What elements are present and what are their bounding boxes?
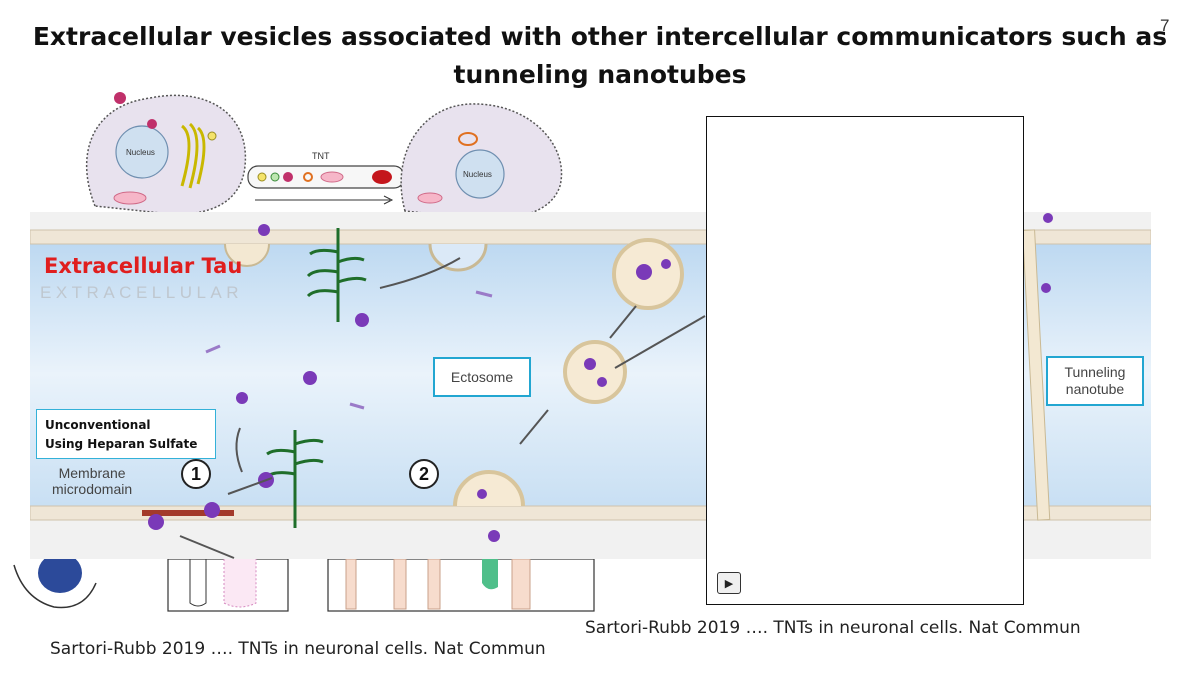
extracellular-tau-title: Extracellular Tau [44, 254, 243, 278]
step-2-marker: 2 [409, 459, 439, 489]
slide-title-line2: tunneling nanotubes [453, 60, 747, 89]
slide-title-line1: Extracellular vesicles associated with o… [32, 22, 1168, 51]
pathway-arrows [179, 257, 706, 559]
vesicle-icon [270, 172, 280, 182]
tunneling-nanotube-label: Tunneling nanotube [1046, 356, 1144, 406]
membrane-line2: microdomain [52, 481, 133, 497]
citation-left: Sartori-Rubb 2019 …. TNTs in neuronal ce… [50, 639, 546, 659]
green-marker [482, 559, 498, 590]
tunneling-line1: Tunneling [1064, 364, 1126, 380]
synapse-shape [189, 559, 207, 607]
vesicle-icon [257, 172, 267, 182]
citation-right: Sartori-Rubb 2019 …. TNTs in neuronal ce… [585, 618, 1081, 638]
virus-icon [147, 119, 157, 129]
tnt-bundle [345, 559, 531, 610]
slide-title: Extracellular vesicles associated with o… [0, 18, 1200, 94]
right-nucleus [455, 149, 505, 199]
vesicle-icon [303, 172, 313, 182]
slide-number: 7 [1160, 16, 1170, 35]
unconventional-line1: Unconventional [45, 418, 151, 432]
left-nucleus [115, 125, 169, 179]
budding-vesicle [453, 470, 525, 507]
tnt-label: TNT [312, 151, 330, 161]
step-1-marker: 1 [181, 459, 211, 489]
membrane-microdomain-label: Membrane microdomain [52, 465, 132, 497]
synapse-shape [223, 559, 257, 608]
unconventional-label-box: Unconventional Using Heparan Sulfate [36, 409, 216, 459]
organelle-icon [372, 170, 392, 184]
virus-icon [283, 172, 293, 182]
transport-arrow-head [383, 195, 394, 205]
tau-aggregate-icons [148, 213, 1053, 542]
ectosome-vesicle [563, 340, 627, 404]
heparan-sulfate-proteoglycan [306, 228, 367, 322]
endocytosis-pit [428, 243, 488, 272]
embedded-video[interactable]: ▶ [706, 116, 1024, 605]
tau-monomer-icons [205, 290, 493, 410]
cells-tnt-diagram [86, 92, 563, 220]
membrane-microdomain-bar [142, 510, 234, 516]
endocytic-vesicle [224, 243, 270, 267]
neuron-figure-bottom [13, 559, 595, 612]
virus-icon [114, 92, 126, 104]
golgi-icon [180, 122, 206, 189]
extracellular-label: EXTRACELLULAR [40, 283, 244, 302]
tunneling-line2: nanotube [1065, 381, 1125, 397]
mitochondria-icon [320, 171, 344, 183]
play-button[interactable]: ▶ [717, 572, 741, 594]
mitochondria-icon [113, 191, 147, 205]
membrane-line1: Membrane [58, 465, 126, 481]
cell-nucleus [38, 559, 82, 593]
nucleus-left-label: Nucleus [126, 148, 155, 157]
unconventional-line2: Using Heparan Sulfate [45, 437, 198, 451]
tnt-bundle-panel [327, 559, 595, 612]
mitochondria-icon [417, 192, 443, 204]
ectosome-label: Ectosome [433, 357, 531, 397]
tunneling-nanotube-shape [1022, 229, 1051, 521]
vesicle-icon [458, 132, 478, 146]
play-icon: ▶ [724, 577, 734, 590]
nucleus-right-label: Nucleus [463, 170, 492, 179]
vesicle-icon [207, 131, 217, 141]
